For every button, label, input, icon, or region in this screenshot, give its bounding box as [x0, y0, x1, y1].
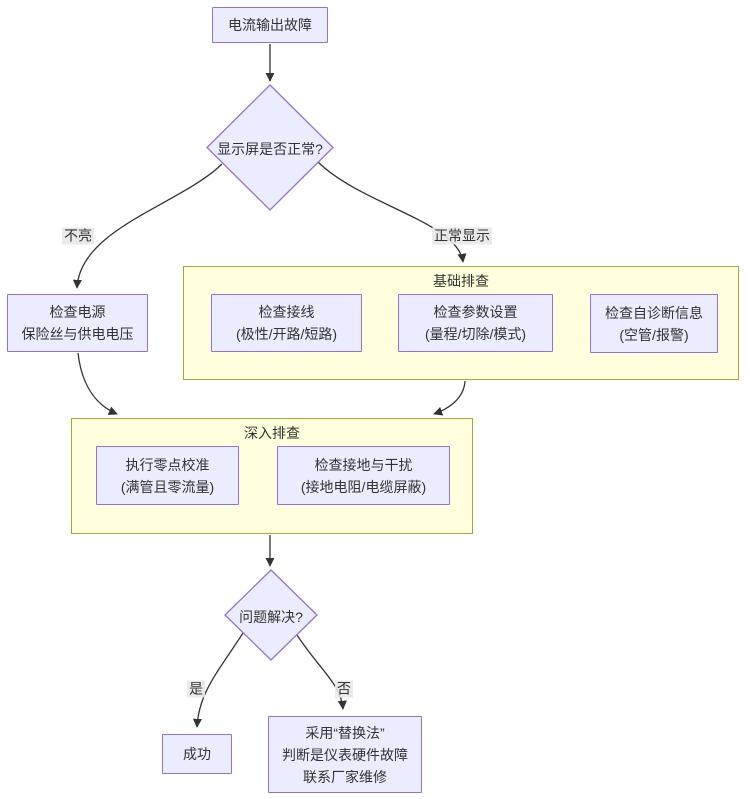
- node-check-diag: 检查自诊断信息 (空管/报警): [590, 294, 718, 353]
- node-check-power-line1: 检查电源: [49, 304, 106, 320]
- decision-solved-shape: [224, 569, 318, 661]
- node-zero-cal-line1: 执行零点校准: [125, 456, 210, 473]
- edge-solved-to-success: [192, 632, 244, 728]
- node-check-params-line1: 检查参数设置: [433, 304, 518, 320]
- node-check-wiring-line2: (极性/开路/短路): [235, 326, 338, 342]
- edge-display-to-power: [72, 163, 223, 289]
- node-check-diag-line1: 检查自诊断信息: [605, 304, 703, 321]
- decision-display-shape: [206, 84, 334, 211]
- edge-label-normal-display: 正常显示: [432, 227, 492, 245]
- edge-basic-to-deep: [433, 380, 466, 416]
- node-check-params: 检查参数设置 (量程/切除/模式): [398, 294, 553, 352]
- node-check-params-line2: (量程/切除/模式): [424, 326, 527, 342]
- node-check-diag-line2: (空管/报警): [619, 326, 689, 343]
- node-check-ground-line2: (接地电阻/电缆屏蔽): [300, 478, 427, 495]
- edge-display-to-basic: [317, 161, 467, 263]
- node-zero-cal: 执行零点校准 (满管且零流量): [96, 446, 239, 505]
- edge-label-not-lit: 不亮: [62, 227, 94, 245]
- edge-label-yes: 是: [187, 680, 205, 698]
- edge-solved-to-replace: [296, 634, 347, 710]
- node-success-label: 成功: [183, 746, 211, 762]
- node-check-ground: 检查接地与干扰 (接地电阻/电缆屏蔽): [277, 446, 450, 505]
- subgraph-basic-title: 基础排查: [433, 273, 489, 289]
- node-check-wiring-line1: 检查接线: [258, 304, 315, 320]
- node-zero-cal-line2: (满管且零流量): [120, 478, 215, 495]
- node-fault-label: 电流输出故障: [228, 17, 312, 33]
- decision-display-label: 显示屏是否正常?: [217, 141, 323, 157]
- node-replace-line2: 判断是仪表硬件故障: [282, 746, 408, 763]
- node-check-wiring: 检查接线 (极性/开路/短路): [211, 294, 362, 352]
- node-check-ground-line1: 检查接地与干扰: [314, 456, 413, 473]
- edge-power-to-deep: [77, 352, 118, 416]
- node-fault: 电流输出故障: [212, 7, 328, 43]
- node-success: 成功: [162, 734, 232, 774]
- node-check-power-line2: 保险丝与供电电压: [21, 326, 134, 342]
- subgraph-deep-title: 深入排查: [244, 425, 300, 441]
- node-replace: 采用“替换法” 判断是仪表硬件故障 联系厂家维修: [268, 716, 422, 793]
- edge-label-no: 否: [335, 680, 353, 698]
- node-replace-line1: 采用“替换法”: [305, 724, 385, 741]
- decision-solved-label: 问题解决?: [239, 609, 303, 625]
- node-check-power: 检查电源 保险丝与供电电压: [7, 294, 148, 352]
- node-replace-line3: 联系厂家维修: [303, 768, 387, 785]
